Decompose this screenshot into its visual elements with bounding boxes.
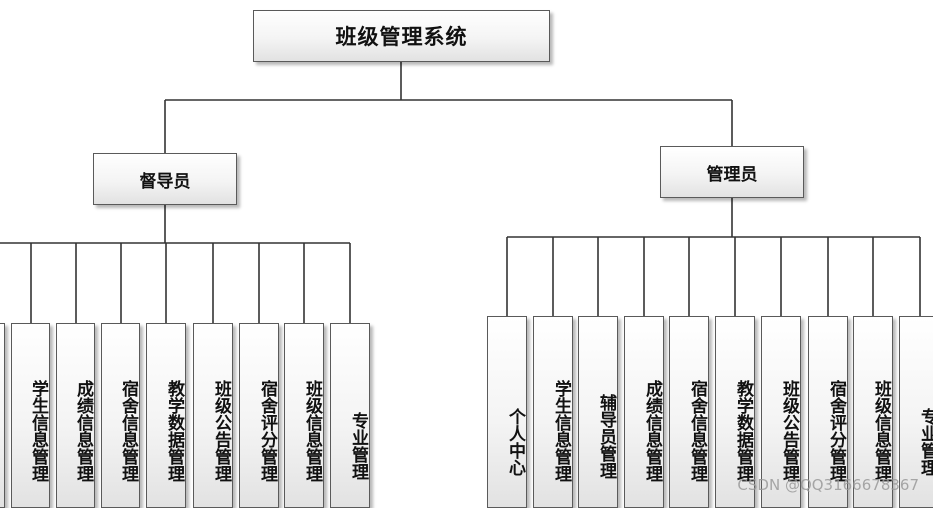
module-node: 学生信息管理 bbox=[11, 323, 50, 508]
root-node: 班级管理系统 bbox=[253, 10, 550, 62]
module-label: 班级公告管理 bbox=[779, 380, 799, 482]
module-node: 教学数据管理 bbox=[715, 316, 755, 508]
module-label: 辅导员管理 bbox=[596, 393, 616, 479]
module-node: 专业管理 bbox=[899, 316, 933, 508]
module-node: 班级信息管理 bbox=[853, 316, 893, 508]
module-label: 教学数据管理 bbox=[733, 380, 753, 482]
module-node: 成绩信息管理 bbox=[56, 323, 95, 508]
module-node: 宿舍信息管理 bbox=[669, 316, 709, 508]
module-label: 宿舍信息管理 bbox=[118, 379, 138, 482]
module-node: 教学数据管理 bbox=[146, 323, 186, 508]
module-label: 班级公告管理 bbox=[211, 379, 231, 482]
module-label: 专业管理 bbox=[917, 408, 933, 476]
module-node: 班级信息管理 bbox=[284, 323, 324, 508]
role-node-admin: 管理员 bbox=[660, 146, 804, 198]
watermark-text: CSDN @QQ3166678367 bbox=[737, 476, 919, 494]
module-node: 个人中心 bbox=[487, 316, 527, 508]
module-node: 班级公告管理 bbox=[193, 323, 233, 508]
module-label: 教学数据管理 bbox=[164, 379, 184, 482]
root-label: 班级管理系统 bbox=[335, 24, 468, 49]
module-label: 班级信息管理 bbox=[302, 379, 322, 482]
module-label: 宿舍评分管理 bbox=[826, 380, 846, 482]
module-label: 个人中心 bbox=[505, 408, 525, 476]
module-node: 辅导员管理 bbox=[578, 316, 618, 508]
module-label: 成绩信息管理 bbox=[73, 379, 93, 482]
module-node: 专业管理 bbox=[330, 323, 370, 508]
module-node bbox=[0, 323, 5, 508]
module-node: 宿舍信息管理 bbox=[101, 323, 140, 508]
module-node: 宿舍评分管理 bbox=[239, 323, 279, 508]
module-label: 宿舍信息管理 bbox=[687, 380, 707, 482]
role-label: 管理员 bbox=[706, 164, 758, 185]
role-node-supervisor: 督导员 bbox=[93, 153, 237, 205]
module-label: 班级信息管理 bbox=[871, 380, 891, 482]
module-label: 学生信息管理 bbox=[28, 379, 48, 482]
module-node: 学生信息管理 bbox=[533, 316, 573, 508]
module-label: 宿舍评分管理 bbox=[257, 379, 277, 482]
role-label: 督导员 bbox=[139, 171, 191, 192]
module-node: 班级公告管理 bbox=[761, 316, 801, 508]
module-label: 学生信息管理 bbox=[551, 380, 571, 482]
module-node: 成绩信息管理 bbox=[624, 316, 664, 508]
module-node: 宿舍评分管理 bbox=[808, 316, 848, 508]
module-label: 成绩信息管理 bbox=[642, 380, 662, 482]
module-label: 专业管理 bbox=[348, 411, 368, 480]
